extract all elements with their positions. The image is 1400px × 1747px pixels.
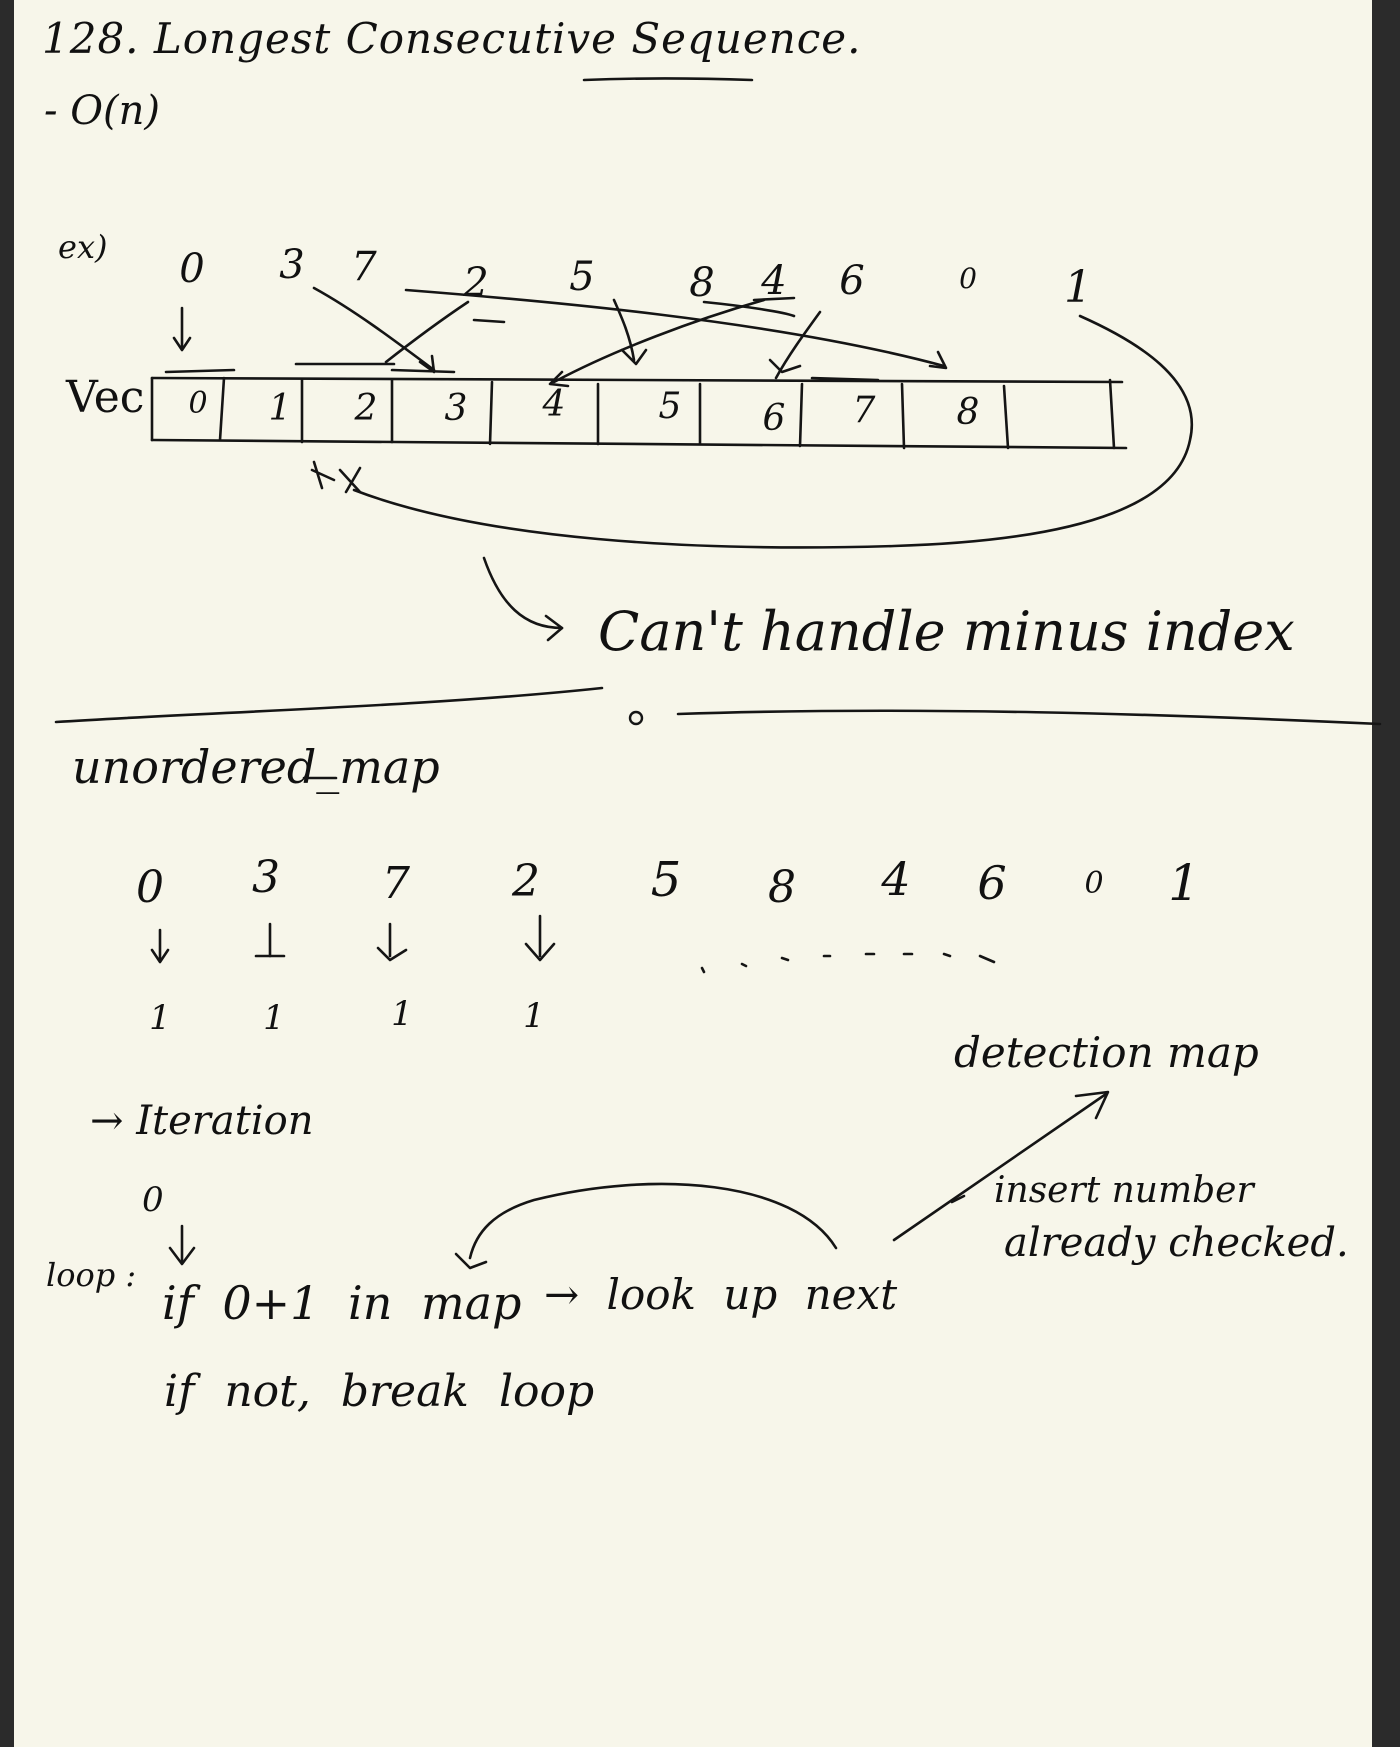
notebook-page: 128. Longest Consecutive Sequence. - O(n…	[14, 0, 1382, 1747]
vec-cell: 8	[956, 392, 980, 433]
map-value: 7	[382, 858, 410, 909]
loop-label: loop :	[46, 1256, 137, 1294]
map-value: 3	[252, 852, 280, 903]
vec-cell: 1	[268, 388, 292, 429]
section-title: unordered_map	[72, 740, 440, 794]
vec-label: Vec	[66, 372, 145, 423]
map-mark: 1	[391, 994, 413, 1034]
loop-condition: if 0+1 in map	[162, 1276, 522, 1330]
map-mark: 1	[263, 998, 285, 1038]
detection-map-label: detection map	[954, 1028, 1259, 1077]
map-value: 4	[881, 852, 911, 906]
map-value: 0	[136, 862, 164, 913]
example-value: 3	[279, 242, 305, 288]
loop-break: if not, break loop	[164, 1366, 595, 1417]
example-value: 4	[761, 258, 787, 304]
example-value: 0	[179, 246, 205, 292]
loop-next-step: → look up next	[544, 1270, 898, 1319]
vec-cell: 3	[444, 388, 468, 429]
example-value: 8	[689, 260, 715, 306]
vec-cell: 0	[188, 386, 208, 421]
map-value: 0	[1084, 866, 1104, 901]
minus-index-note: Can't handle minus index	[598, 600, 1295, 663]
example-value: 1	[1064, 262, 1092, 313]
vec-cell: 4	[542, 384, 566, 425]
example-value: 0	[959, 262, 977, 295]
map-value: 6	[977, 856, 1007, 910]
example-value: 6	[839, 258, 865, 304]
vec-cell: 7	[852, 390, 876, 431]
example-value: 2	[463, 260, 489, 306]
map-mark: 1	[149, 998, 171, 1038]
vec-cell: 6	[762, 398, 786, 439]
vec-cell: 2	[354, 388, 378, 429]
insert-note-line2: already checked.	[1004, 1220, 1349, 1266]
map-value: 8	[768, 862, 796, 913]
page-title: 128. Longest Consecutive Sequence.	[42, 14, 862, 63]
iteration-start: 0	[142, 1180, 164, 1220]
example-value: 7	[351, 244, 377, 290]
map-value: 2	[512, 856, 540, 907]
insert-note-line1: insert number	[994, 1170, 1254, 1211]
iteration-label: → Iteration	[90, 1098, 314, 1144]
example-label: ex)	[58, 228, 108, 266]
example-value: 5	[569, 254, 595, 300]
map-value: 1	[1168, 854, 1200, 912]
vec-cell: 5	[658, 386, 682, 427]
pen-strokes	[54, 77, 1382, 1270]
map-mark: 1	[523, 996, 545, 1036]
complexity-note: - O(n)	[44, 88, 160, 134]
map-value: 5	[650, 852, 682, 908]
